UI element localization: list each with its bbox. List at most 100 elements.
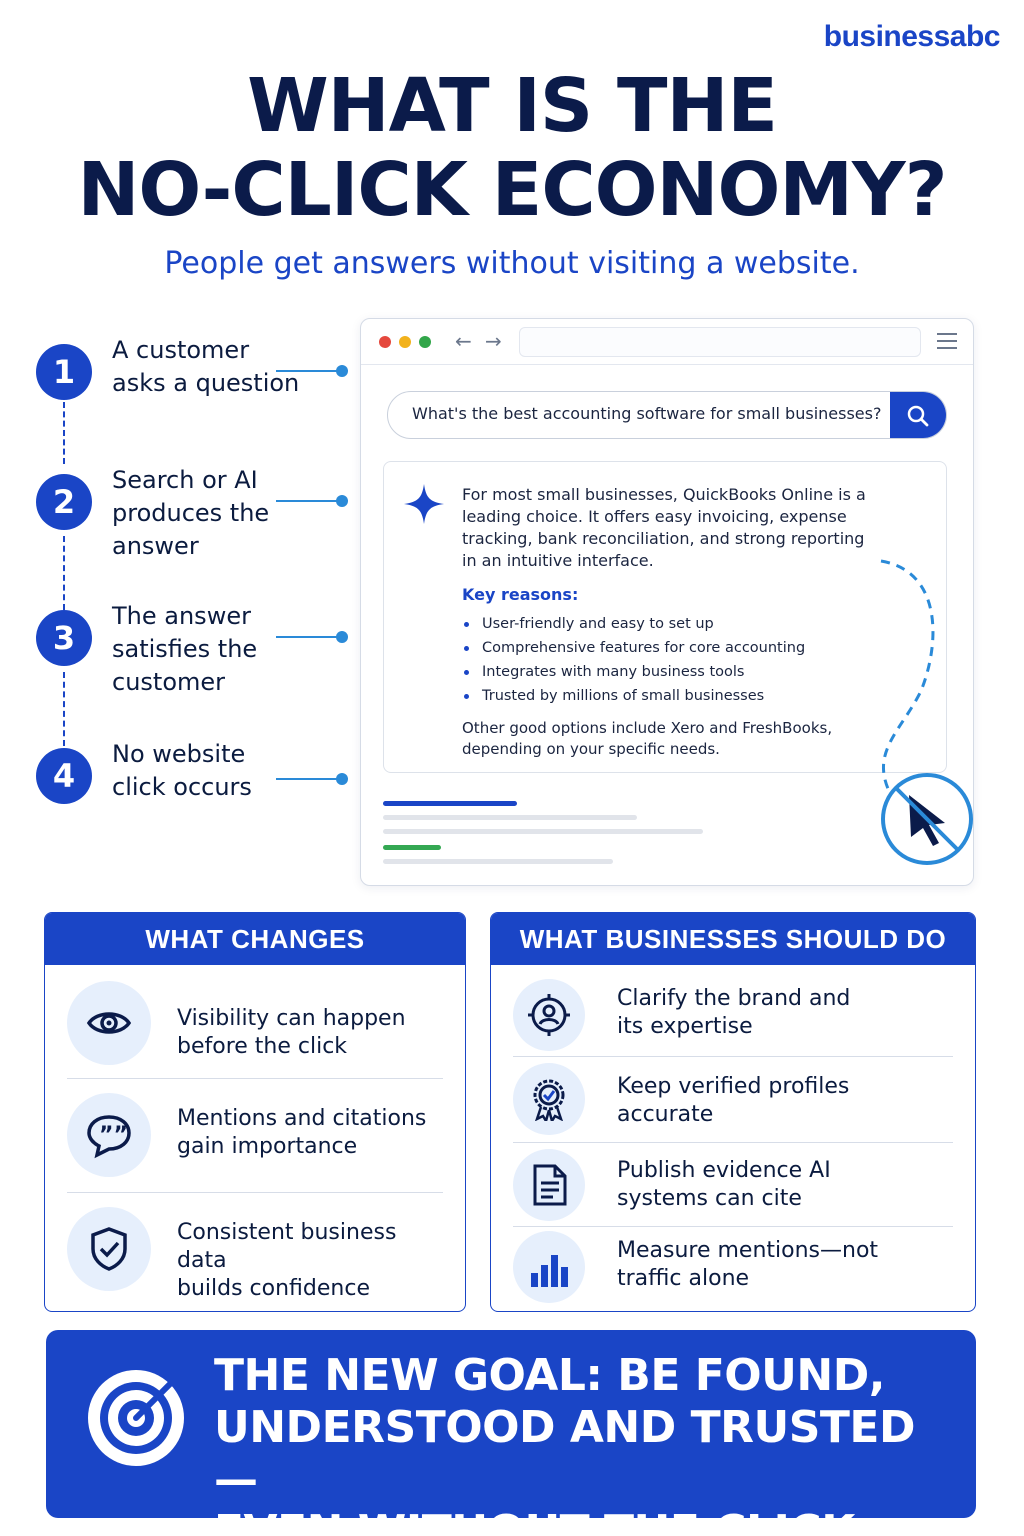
result-placeholder-line bbox=[383, 845, 441, 850]
list-item: Keep verified profiles accurate bbox=[513, 1057, 953, 1143]
title-line-1: WHAT IS THE bbox=[247, 63, 778, 149]
key-reasons-list: User-friendly and easy to set up Compreh… bbox=[462, 612, 872, 708]
list-item: Measure mentions—not traffic alone bbox=[513, 1227, 953, 1309]
address-bar[interactable] bbox=[519, 327, 921, 357]
window-minimize-dot[interactable] bbox=[399, 336, 411, 348]
forward-arrow-icon[interactable]: → bbox=[485, 329, 502, 353]
steps-list: 1 A customer asks a question 2 Search or… bbox=[36, 336, 356, 840]
step-dash-2 bbox=[63, 536, 65, 610]
shield-check-icon bbox=[67, 1207, 151, 1291]
row-text: Visibility can happen before the click bbox=[177, 1005, 406, 1061]
row-text: Measure mentions—not traffic alone bbox=[617, 1237, 878, 1293]
title-line-2: NO-CLICK ECONOMY? bbox=[77, 147, 947, 233]
search-box[interactable]: What's the best accounting software for … bbox=[387, 391, 947, 439]
step-connector bbox=[276, 631, 348, 643]
step-line: satisfies the customer bbox=[112, 635, 258, 696]
page-subtitle: People get answers without visiting a we… bbox=[164, 246, 860, 281]
target-icon bbox=[88, 1370, 184, 1466]
svg-text:””: ”” bbox=[99, 1123, 128, 1148]
row-line: Clarify the brand and bbox=[617, 986, 851, 1011]
step-text: No website click occurs bbox=[112, 738, 352, 804]
step-line: A customer bbox=[112, 336, 250, 364]
bar-chart-icon bbox=[513, 1231, 585, 1303]
list-item: Integrates with many business tools bbox=[462, 660, 872, 684]
row-line: its expertise bbox=[617, 1014, 753, 1039]
key-reasons-title: Key reasons: bbox=[462, 585, 579, 604]
row-line: systems can cite bbox=[617, 1186, 802, 1211]
step-text: The answer satisfies the customer bbox=[112, 600, 352, 699]
goal-line: UNDERSTOOD AND TRUSTED— bbox=[214, 1402, 916, 1505]
row-line: Consistent business data bbox=[177, 1220, 397, 1273]
list-item: Comprehensive features for core accounti… bbox=[462, 636, 872, 660]
ai-sparkle-icon bbox=[404, 484, 444, 524]
verified-badge-icon bbox=[513, 1063, 585, 1135]
row-line: Visibility can happen bbox=[177, 1006, 406, 1031]
hamburger-menu-icon[interactable] bbox=[937, 333, 957, 354]
answer-intro: For most small businesses, QuickBooks On… bbox=[462, 485, 866, 570]
window-maximize-dot[interactable] bbox=[419, 336, 431, 348]
panel-title: WHAT BUSINESSES SHOULD DO bbox=[491, 913, 975, 965]
result-placeholder-line bbox=[383, 859, 613, 864]
search-icon bbox=[907, 405, 929, 427]
row-text: Publish evidence AI systems can cite bbox=[617, 1157, 831, 1213]
step-line: produces the answer bbox=[112, 499, 270, 560]
step-number: 1 bbox=[36, 344, 92, 400]
quote-bubble-icon: ”” bbox=[67, 1093, 151, 1177]
row-line: before the click bbox=[177, 1034, 348, 1059]
no-click-cursor-icon bbox=[881, 773, 973, 865]
step-number: 3 bbox=[36, 610, 92, 666]
goal-line: EVEN WITHOUT THE CLICK. bbox=[214, 1506, 954, 1518]
step-text: Search or AI produces the answer bbox=[112, 464, 352, 563]
step-dash-3 bbox=[63, 672, 65, 746]
ai-answer-card: For most small businesses, QuickBooks On… bbox=[383, 461, 947, 773]
goal-line: THE NEW GOAL: BE FOUND, bbox=[214, 1350, 885, 1401]
search-button[interactable] bbox=[890, 392, 946, 438]
step-text: A customer asks a question bbox=[112, 334, 352, 400]
other-options: Other good options include Xero and Fres… bbox=[462, 719, 833, 758]
step-connector bbox=[276, 365, 348, 377]
list-item: Visibility can happen before the click bbox=[67, 975, 443, 1079]
row-text: Consistent business data builds confiden… bbox=[177, 1219, 443, 1303]
window-close-dot[interactable] bbox=[379, 336, 391, 348]
step-connector bbox=[276, 495, 348, 507]
panel-title: WHAT CHANGES bbox=[45, 913, 465, 965]
step-number: 4 bbox=[36, 748, 92, 804]
result-placeholder-line bbox=[383, 801, 517, 806]
row-line: Keep verified profiles bbox=[617, 1074, 850, 1099]
step-line: Search or AI bbox=[112, 466, 258, 494]
step-connector bbox=[276, 773, 348, 785]
row-line: traffic alone bbox=[617, 1266, 750, 1291]
goal-text: THE NEW GOAL: BE FOUND, UNDERSTOOD AND T… bbox=[214, 1350, 954, 1518]
row-line: accurate bbox=[617, 1102, 714, 1127]
list-item: Clarify the brand and its expertise bbox=[513, 975, 953, 1057]
row-line: gain importance bbox=[177, 1134, 358, 1159]
step-line: The answer bbox=[112, 602, 251, 630]
step-line: click occurs bbox=[112, 773, 252, 801]
row-line: Mentions and citations bbox=[177, 1106, 427, 1131]
list-item: Trusted by millions of small businesses bbox=[462, 684, 872, 708]
list-item: User-friendly and easy to set up bbox=[462, 612, 872, 636]
step-number: 2 bbox=[36, 474, 92, 530]
what-changes-panel: WHAT CHANGES Visibility can happen befor… bbox=[44, 912, 466, 1312]
step-line: No website bbox=[112, 740, 246, 768]
answer-body: For most small businesses, QuickBooks On… bbox=[462, 484, 872, 760]
document-icon bbox=[513, 1149, 585, 1221]
user-target-icon bbox=[513, 979, 585, 1051]
back-arrow-icon[interactable]: ← bbox=[455, 329, 472, 353]
row-text: Mentions and citations gain importance bbox=[177, 1105, 426, 1161]
search-query: What's the best accounting software for … bbox=[412, 404, 882, 423]
result-placeholder-line bbox=[383, 829, 703, 834]
list-item: ”” Mentions and citations gain importanc… bbox=[67, 1079, 443, 1193]
what-businesses-should-do-panel: WHAT BUSINESSES SHOULD DO Clarify the br… bbox=[490, 912, 976, 1312]
row-line: Publish evidence AI bbox=[617, 1158, 831, 1183]
list-item: Consistent business data builds confiden… bbox=[67, 1193, 443, 1307]
list-item: Publish evidence AI systems can cite bbox=[513, 1143, 953, 1227]
page-title: WHAT IS THE NO-CLICK ECONOMY? bbox=[0, 64, 1024, 232]
row-line: Measure mentions—not bbox=[617, 1238, 879, 1263]
brand-logo: businessabc bbox=[823, 20, 1001, 53]
step-line: asks a question bbox=[112, 369, 300, 397]
row-text: Clarify the brand and its expertise bbox=[617, 985, 850, 1041]
browser-window: ← → What's the best accounting software … bbox=[360, 318, 974, 886]
browser-toolbar: ← → bbox=[361, 319, 973, 365]
step-dash-1 bbox=[63, 402, 65, 464]
